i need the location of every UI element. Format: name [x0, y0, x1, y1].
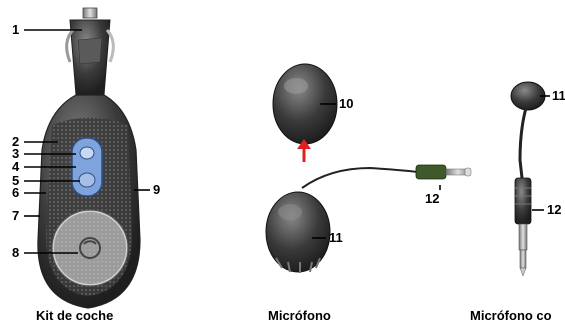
callout-6: 6: [12, 185, 19, 200]
caption-microphone: Micrófono: [268, 308, 331, 323]
callout-11-b: 11: [552, 88, 565, 103]
callout-12-b: 12: [547, 202, 561, 217]
cable-microphone: [511, 82, 545, 276]
microphone-cable: [302, 168, 418, 188]
caption-microphone-cable: Micrófono co: [470, 308, 552, 323]
callout-1: 1: [12, 22, 19, 37]
microphone-base: [266, 192, 330, 273]
callout-10: 10: [339, 96, 353, 111]
callout-11-a: 11: [329, 230, 343, 245]
callout-8: 8: [12, 245, 19, 260]
callout-12-a: 12: [425, 191, 439, 206]
callout-9: 9: [153, 182, 160, 197]
callout-7: 7: [12, 208, 19, 223]
audio-plug: [416, 165, 471, 179]
car-kit-device: [38, 8, 140, 308]
callout-4: 4: [12, 159, 20, 174]
caption-car-kit: Kit de coche: [36, 308, 113, 323]
